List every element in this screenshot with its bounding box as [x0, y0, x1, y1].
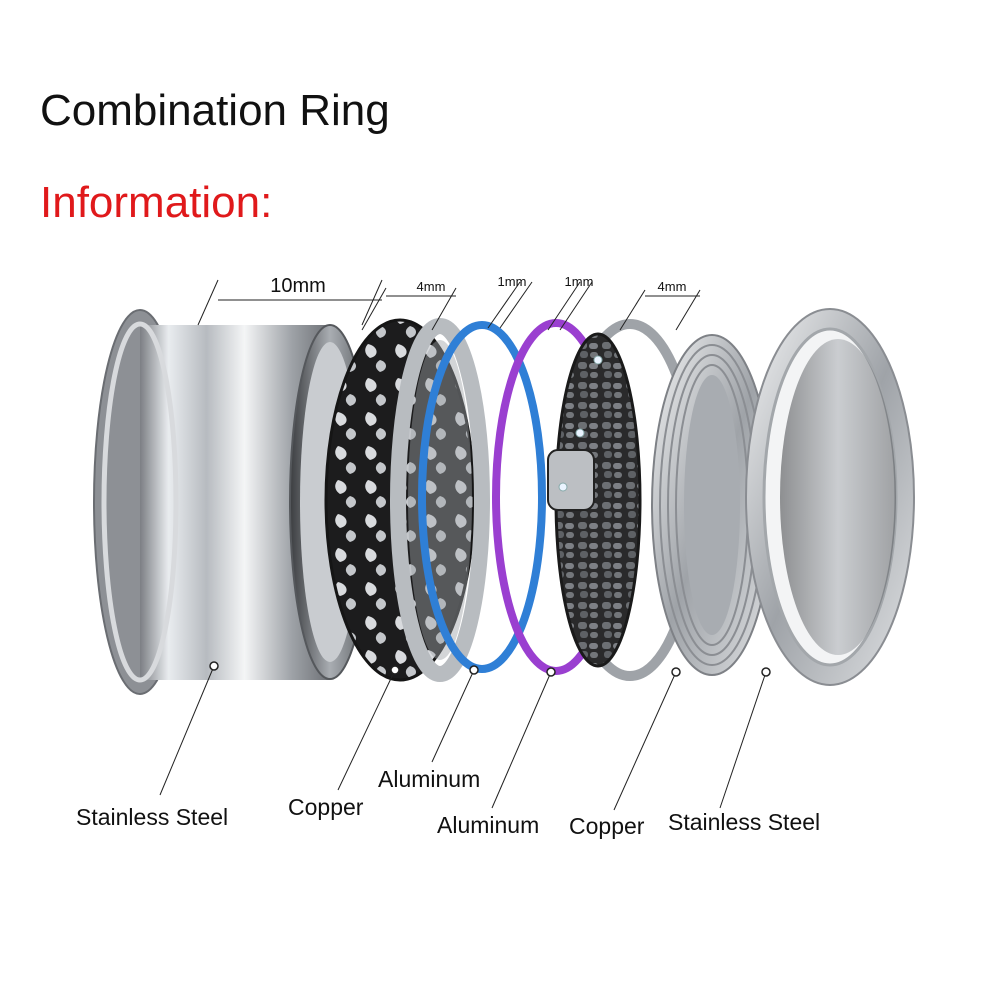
dimension-label-10mm: 10mm [270, 275, 326, 297]
material-label-aluminum: Aluminum [378, 766, 480, 792]
material-label-aluminum: Aluminum [437, 812, 539, 838]
material-label-stainless-steel: Stainless Steel [76, 804, 228, 830]
grooved-steel-ring [651, 334, 773, 676]
dimension-label-4mm: 4mm [417, 279, 446, 294]
information-heading: Information: [40, 178, 273, 227]
leader-lines [159, 661, 771, 811]
dimension-10mm: 10mm [197, 275, 383, 326]
aluminum-blue-ring [418, 321, 546, 673]
dimension-1mm-purple: 1mm [547, 274, 594, 331]
dimension-4mm-copper: 4mm [361, 279, 457, 331]
dimension-4mm-copper-2: 4mm [619, 279, 701, 331]
dimension-1mm-blue: 1mm [487, 274, 533, 329]
page-title: Combination Ring [40, 86, 390, 135]
copper-leaf-band [324, 318, 490, 682]
material-label-copper: Copper [569, 813, 645, 839]
dimension-label-1mm: 1mm [565, 274, 594, 289]
material-label-copper: Copper [288, 794, 364, 820]
material-label-stainless-steel: Stainless Steel [668, 809, 820, 835]
dimension-label-1mm: 1mm [498, 274, 527, 289]
outer-steel-ring [745, 308, 915, 686]
dimension-label-4mm: 4mm [658, 279, 687, 294]
